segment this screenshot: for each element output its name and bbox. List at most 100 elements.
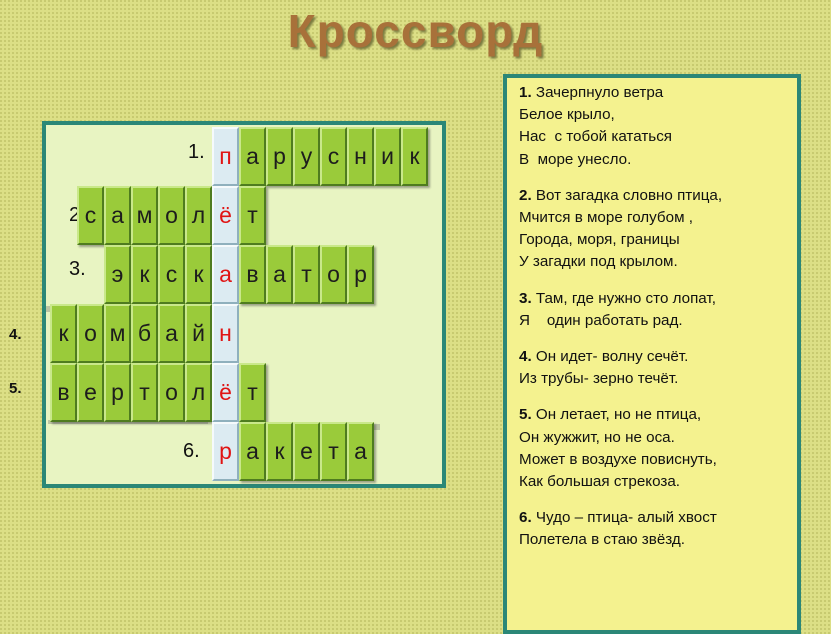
letter-cell[interactable]: а [239,127,266,186]
letter-cell[interactable]: т [239,186,266,245]
riddle-number: 4. [519,348,532,366]
letter-cell[interactable]: а [158,304,185,363]
letter-cell[interactable]: й [185,304,212,363]
letter-cell[interactable]: в [239,245,266,304]
letter-cell[interactable]: р [104,363,131,422]
riddle-gap [519,390,799,404]
riddle-line: В море унесло. [519,149,799,171]
riddle-text: У загадки под крылом. [519,253,678,271]
key-letter-cell[interactable]: н [212,304,239,363]
riddle-line: Он жужжит, но не оса. [519,427,799,449]
letter-cell[interactable]: р [347,245,374,304]
letter-cell[interactable]: к [131,245,158,304]
letter-cell[interactable]: а [104,186,131,245]
cell-shadow [48,420,208,424]
key-letter-cell[interactable]: р [212,422,239,481]
riddle-text: Города, моря, границы [519,231,680,249]
riddle-line: Мчится в море голубом , [519,207,799,229]
letter-cell[interactable]: б [131,304,158,363]
riddle-text: Он идет- волну сечёт. [531,348,689,366]
letter-cell[interactable]: м [131,186,158,245]
riddle-number: 2. [519,186,532,204]
page-title: Кроссворд [287,5,544,57]
letter-cell[interactable]: т [239,363,266,422]
row-number-1: 1. [188,141,205,163]
letter-cell[interactable]: к [50,304,77,363]
riddle-number: 6. [519,509,532,527]
row-number-4: 4. [9,326,22,343]
letter-cell[interactable]: т [293,245,320,304]
riddle-text: Мчится в море голубом , [519,209,693,227]
letter-cell[interactable]: л [185,186,212,245]
key-letter-cell[interactable]: ё [212,186,239,245]
letter-cell[interactable]: к [266,422,293,481]
riddle-line: Нас с тобой кататься [519,126,799,148]
riddle-text: Белое крыло, [519,106,615,124]
riddle-line: Может в воздухе повиснуть, [519,449,799,471]
letter-cell[interactable]: о [158,363,185,422]
riddle-gap [519,171,799,185]
row-number-6: 6. [183,440,200,462]
letter-cell[interactable]: о [77,304,104,363]
riddle-line: Как большая стрекоза. [519,471,799,493]
letter-cell[interactable]: т [320,422,347,481]
letter-cell[interactable]: л [185,363,212,422]
letter-cell[interactable]: и [374,127,401,186]
letter-cell[interactable]: а [266,245,293,304]
riddle-text: Полетела в стаю звёзд. [519,531,686,549]
riddle-line: У загадки под крылом. [519,251,799,273]
riddle-line: Я один работать рад. [519,310,799,332]
key-letter-cell[interactable]: а [212,245,239,304]
riddle-text: Там, где нужно сто лопат, [531,289,716,307]
letter-cell[interactable]: в [50,363,77,422]
letter-cell[interactable]: е [293,422,320,481]
riddle-gap [519,493,799,507]
letter-cell[interactable]: с [158,245,185,304]
letter-cell[interactable]: о [320,245,347,304]
riddle-text: Нас с тобой кататься [519,128,673,146]
letter-cell[interactable]: о [158,186,185,245]
riddle-line: 1. Зачерпнуло ветра [519,82,799,104]
row-number-5: 5. [9,380,22,397]
letter-cell[interactable]: с [77,186,104,245]
riddle-line: Полетела в стаю звёзд. [519,529,799,551]
letter-cell[interactable]: а [347,422,374,481]
riddle-gap [519,274,799,288]
riddle-text: Я один работать рад. [519,311,683,329]
riddle-line: 4. Он идет- волну сечёт. [519,346,799,368]
riddle-number: 5. [519,406,532,424]
riddle-text: Из трубы- зерно течёт. [519,370,679,388]
riddle-text: Как большая стрекоза. [519,473,680,491]
riddle-line: Города, моря, границы [519,229,799,251]
riddle-line: 2. Вот загадка словно птица, [519,185,799,207]
riddle-line: 5. Он летает, но не птица, [519,404,799,426]
letter-cell[interactable]: н [347,127,374,186]
row-number-3: 3. [69,258,86,280]
riddle-line: 3. Там, где нужно сто лопат, [519,288,799,310]
letter-cell[interactable]: р [266,127,293,186]
riddle-line: Из трубы- зерно течёт. [519,368,799,390]
key-letter-cell[interactable]: ё [212,363,239,422]
letter-cell[interactable]: а [239,422,266,481]
key-letter-cell[interactable]: п [212,127,239,186]
riddle-text: Он жужжит, но не оса. [519,428,675,446]
riddle-text: Чудо – птица- алый хвост [531,509,717,527]
riddle-text: Он летает, но не птица, [531,406,702,424]
letter-cell[interactable]: у [293,127,320,186]
riddle-line: 6. Чудо – птица- алый хвост [519,507,799,529]
letter-cell[interactable]: э [104,245,131,304]
letter-cell[interactable]: с [320,127,347,186]
riddle-number: 3. [519,289,532,307]
letter-cell[interactable]: е [77,363,104,422]
letter-cell[interactable]: к [185,245,212,304]
letter-cell[interactable]: м [104,304,131,363]
riddle-number: 1. [519,84,532,101]
riddle-line: Белое крыло, [519,104,799,126]
riddle-text: Может в воздухе повиснуть, [519,450,717,468]
riddle-gap [519,332,799,346]
letter-cell[interactable]: к [401,127,428,186]
riddle-text: В море унесло. [519,150,632,168]
letter-cell[interactable]: т [131,363,158,422]
